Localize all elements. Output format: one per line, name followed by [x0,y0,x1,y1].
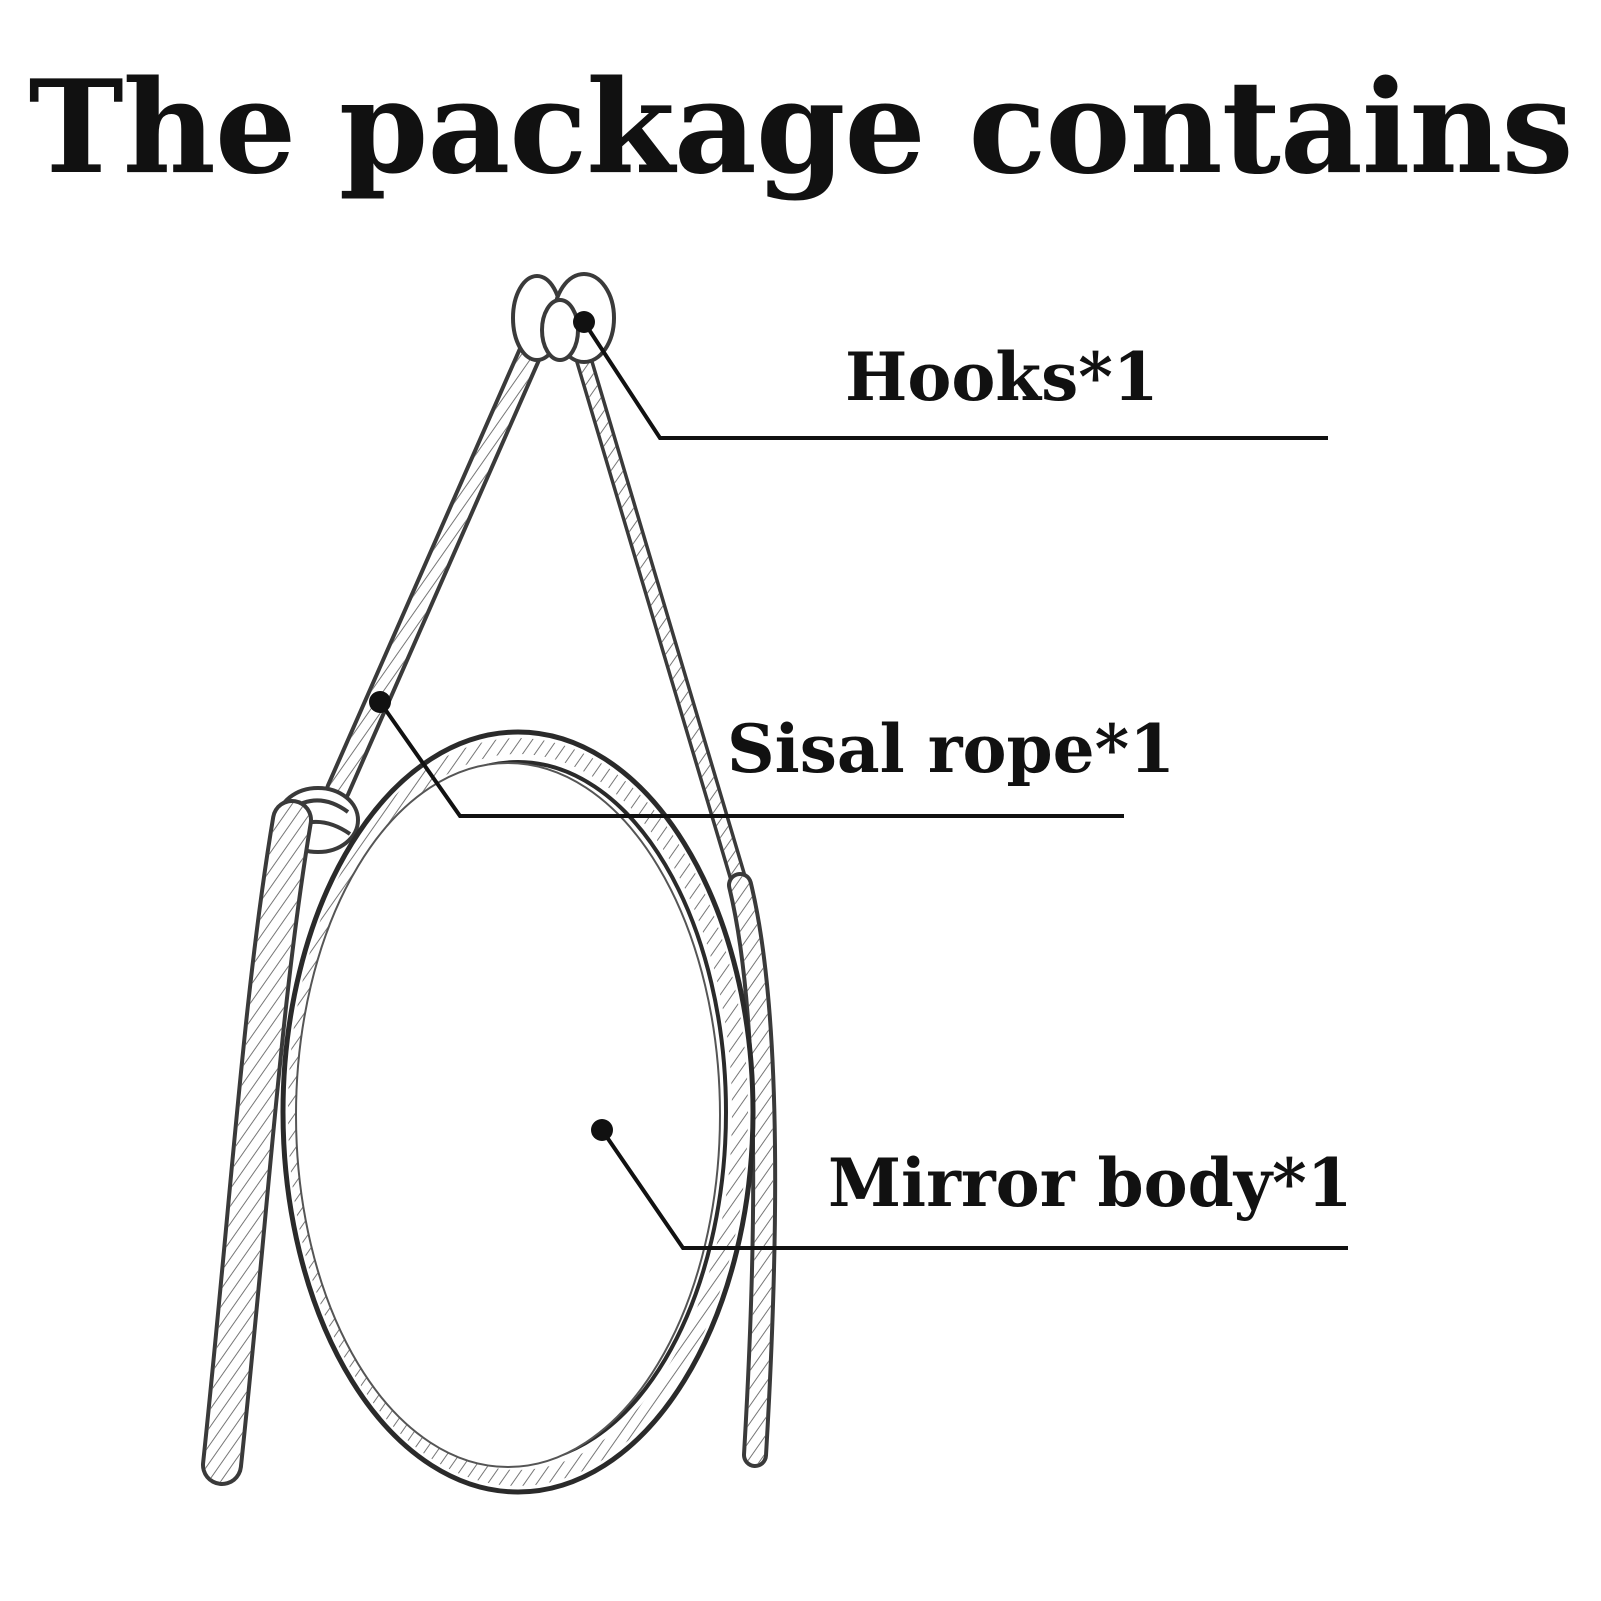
sisal-rope-label: Sisal rope*1 [727,710,1176,788]
page-title: The package contains [28,53,1574,203]
callout-dots [369,311,613,1141]
hook-icon [511,272,616,364]
hooks-label: Hooks*1 [845,338,1159,416]
mirror-body-label: Mirror body*1 [828,1144,1353,1222]
hooks-leader-line [582,320,1328,440]
hanging-rope [325,322,749,894]
rope-tails [201,799,778,1486]
mirror-dot [591,1119,613,1141]
callout-lines [378,320,1348,1250]
mirror-body [280,729,756,1495]
mirror-leader-line [600,1128,1348,1250]
rope-leader-line [378,700,1124,818]
hooks-dot [573,311,595,333]
rope-dot [369,691,391,713]
